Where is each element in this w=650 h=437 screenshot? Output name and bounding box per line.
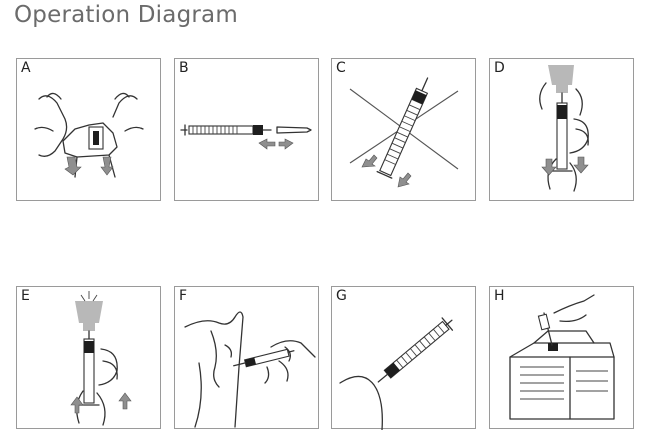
step-letter: G — [336, 288, 347, 304]
step-panel-f: F — [174, 286, 319, 429]
step-letter: C — [336, 60, 346, 76]
twist-off-cap-icon — [34, 92, 144, 178]
pinch-skin-inject-icon — [184, 311, 316, 428]
step-panel-g: G — [331, 286, 476, 430]
step-letter: E — [21, 288, 30, 304]
page-title: Operation Diagram — [14, 2, 238, 28]
step-panel-d: D — [489, 58, 634, 201]
draw-from-vial-icon — [539, 65, 589, 192]
step-panel-h: H — [489, 286, 634, 429]
step-panel-a: A — [16, 58, 161, 201]
step-panel-c: C — [331, 58, 476, 201]
dispose-sharps-container-icon — [509, 294, 615, 420]
syringe-remove-cap-icon — [180, 124, 312, 150]
step-letter: B — [179, 60, 189, 76]
do-not-tilt-syringe-icon — [349, 77, 459, 188]
step-panel-b: B — [174, 58, 319, 201]
step-letter: A — [21, 60, 31, 76]
step-letter: H — [494, 288, 505, 304]
inject-syringe-icon — [339, 317, 454, 430]
push-air-into-vial-icon — [70, 291, 132, 426]
step-letter: F — [179, 288, 188, 304]
step-letter: D — [494, 60, 505, 76]
step-panel-e: E — [16, 286, 161, 429]
